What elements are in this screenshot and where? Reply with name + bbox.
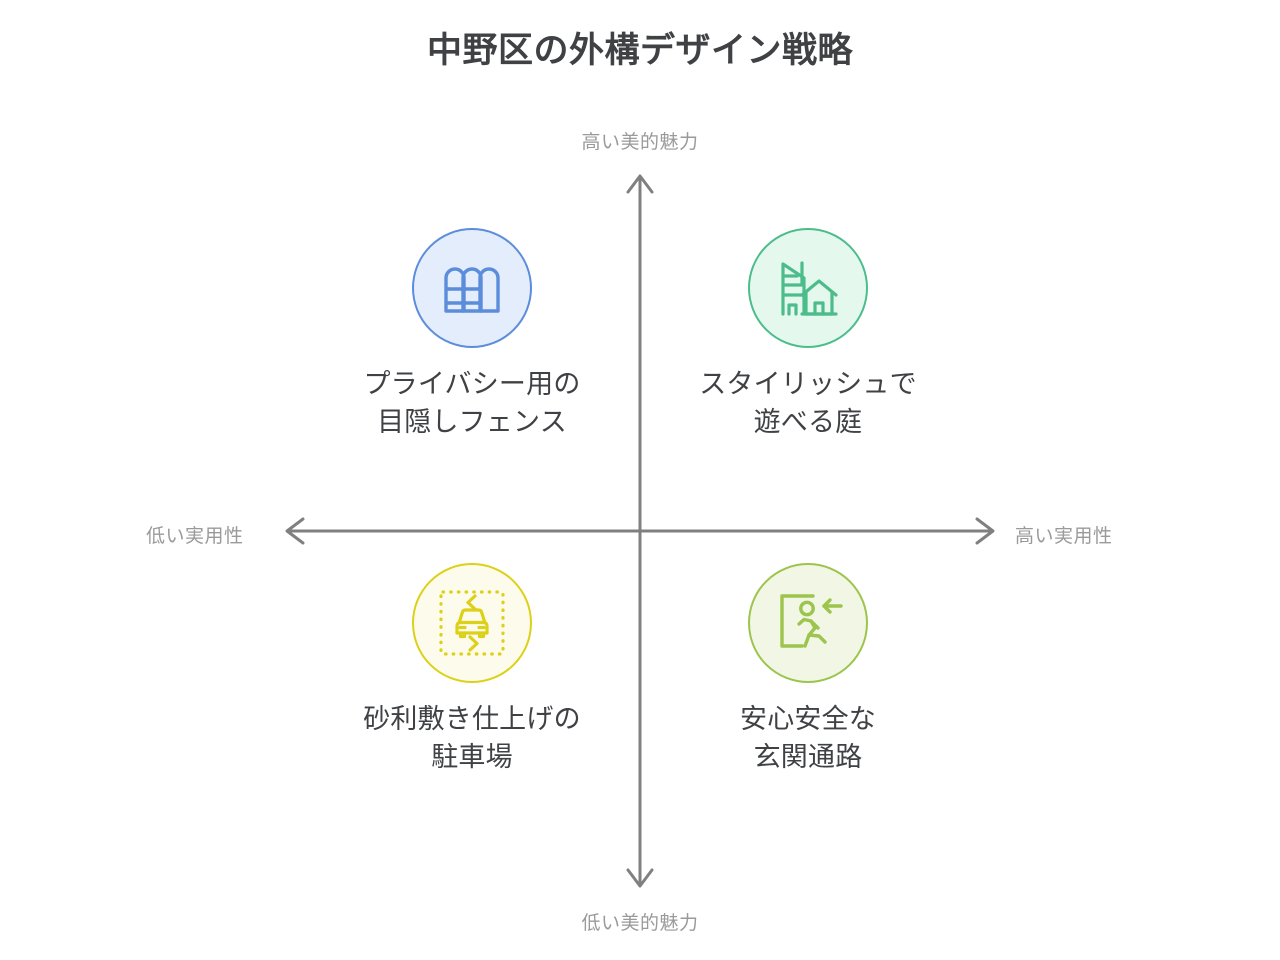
quadrant-label-bottom-left: 砂利敷き仕上げの 駐車場 [363, 704, 581, 773]
buildings-icon [781, 261, 838, 316]
chevron-right-icon [468, 635, 479, 652]
quadrant-item-top-left[interactable]: プライバシー用の 目隠しフェンス [322, 228, 622, 442]
quadrant-label-top-right: スタイリッシュで 遊べる庭 [699, 369, 917, 438]
parking-car-icon [439, 590, 505, 656]
icon-circle-fence [412, 228, 532, 348]
icon-circle-buildings [748, 228, 868, 348]
page-title: 中野区の外構デザイン戦略 [426, 31, 853, 70]
axis-arrow-left-icon [285, 517, 305, 545]
axis-arrow-up-icon [626, 174, 654, 194]
fence-icon [444, 267, 500, 313]
quadrant-item-bottom-left[interactable]: 砂利敷き仕上げの 駐車場 [322, 563, 622, 777]
axis-label-right: 高い実用性 [1015, 526, 1113, 547]
quadrant-label-bottom-right: 安心安全な 玄関通路 [740, 704, 876, 773]
axis-arrow-right-icon [975, 517, 995, 545]
quadrant-label-top-left: プライバシー用の 目隠しフェンス [363, 369, 581, 438]
icon-circle-exit [748, 563, 868, 683]
icon-circle-parking [412, 563, 532, 683]
exit-running-person-icon [780, 594, 843, 648]
axis-label-top: 高い美的魅力 [581, 132, 699, 153]
axis-label-bottom: 低い美的魅力 [581, 913, 699, 934]
chevron-left-icon [466, 594, 477, 611]
quadrant-item-bottom-right[interactable]: 安心安全な 玄関通路 [658, 563, 958, 777]
axis-label-left: 低い実用性 [146, 526, 244, 547]
quadrant-item-top-right[interactable]: スタイリッシュで 遊べる庭 [658, 228, 958, 442]
axis-arrow-down-icon [626, 868, 654, 888]
